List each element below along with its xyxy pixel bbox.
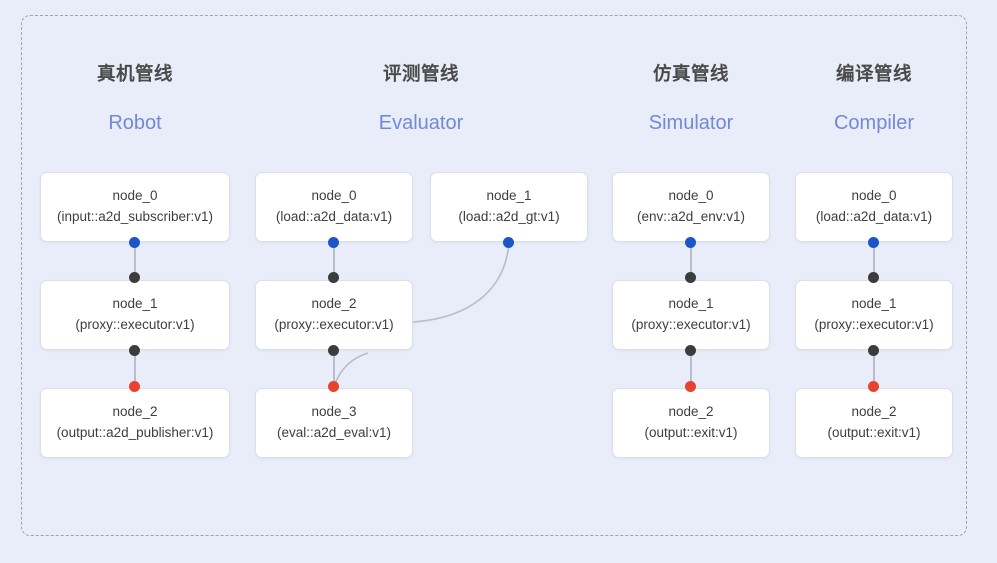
node-name: node_0 [311,188,357,203]
port-input-compiler-2[interactable] [868,381,879,392]
port-output-compiler-1[interactable] [868,345,879,356]
port-output-compiler-0[interactable] [868,237,879,248]
port-input-evaluator-2[interactable] [328,272,339,283]
node-type: (output::exit:v1) [827,425,921,440]
column-header-compiler: 编译管线 Compiler [774,60,974,135]
diagram-dashed-frame [21,15,967,536]
column-header-evaluator: 评测管线 Evaluator [321,60,521,135]
node-name: node_0 [112,188,158,203]
port-input-simulator-1[interactable] [685,272,696,283]
port-input-simulator-2[interactable] [685,381,696,392]
node-name: node_1 [851,296,897,311]
column-title-cn-evaluator: 评测管线 [382,63,459,84]
column-header-simulator: 仿真管线 Simulator [591,60,791,135]
node-compiler-1[interactable]: node_1 (proxy::executor:v1) [795,280,953,350]
port-input-compiler-1[interactable] [868,272,879,283]
node-type: (proxy::executor:v1) [75,317,195,332]
port-output-robot-1[interactable] [129,345,140,356]
node-type: (output::exit:v1) [644,425,738,440]
node-name: node_0 [668,188,714,203]
port-output-simulator-0[interactable] [685,237,696,248]
node-compiler-0[interactable]: node_0 (load::a2d_data:v1) [795,172,953,242]
node-name: node_3 [311,404,357,419]
column-title-cn-compiler: 编译管线 [835,63,912,84]
column-title-en-compiler: Compiler [833,112,915,134]
node-robot-2[interactable]: node_2 (output::a2d_publisher:v1) [40,388,230,458]
edge-robot-n0-n1 [134,242,136,278]
edge-evaluator-n0-n2 [333,242,335,278]
column-title-en-simulator: Simulator [648,112,734,134]
node-name: node_2 [311,296,357,311]
port-output-simulator-1[interactable] [685,345,696,356]
node-type: (output::a2d_publisher:v1) [56,425,214,440]
node-name: node_1 [486,188,532,203]
port-output-evaluator-0[interactable] [328,237,339,248]
column-title-en-robot: Robot [108,112,162,134]
edge-compiler-n1-n2 [873,350,875,386]
node-name: node_2 [112,404,158,419]
edge-compiler-n0-n1 [873,242,875,278]
node-simulator-1[interactable]: node_1 (proxy::executor:v1) [612,280,770,350]
port-input-robot-1[interactable] [129,272,140,283]
column-header-robot: 真机管线 Robot [35,60,235,135]
node-name: node_2 [668,404,714,419]
node-type: (env::a2d_env:v1) [636,209,746,224]
port-output-evaluator-2[interactable] [328,345,339,356]
node-name: node_2 [851,404,897,419]
edge-simulator-n1-n2 [690,350,692,386]
port-input-robot-2[interactable] [129,381,140,392]
node-evaluator-0[interactable]: node_0 (load::a2d_data:v1) [255,172,413,242]
port-output-evaluator-1[interactable] [503,237,514,248]
node-evaluator-3[interactable]: node_3 (eval::a2d_eval:v1) [255,388,413,458]
node-type: (input::a2d_subscriber:v1) [56,209,214,224]
node-evaluator-1[interactable]: node_1 (load::a2d_gt:v1) [430,172,588,242]
node-type: (proxy::executor:v1) [274,317,394,332]
node-type: (load::a2d_gt:v1) [458,209,560,224]
node-compiler-2[interactable]: node_2 (output::exit:v1) [795,388,953,458]
node-type: (load::a2d_data:v1) [815,209,933,224]
edge-robot-n1-n2 [134,350,136,386]
node-type: (eval::a2d_eval:v1) [276,425,392,440]
node-robot-1[interactable]: node_1 (proxy::executor:v1) [40,280,230,350]
node-name: node_1 [112,296,158,311]
node-robot-0[interactable]: node_0 (input::a2d_subscriber:v1) [40,172,230,242]
column-title-cn-simulator: 仿真管线 [652,63,729,84]
port-output-robot-0[interactable] [129,237,140,248]
node-simulator-2[interactable]: node_2 (output::exit:v1) [612,388,770,458]
node-evaluator-2[interactable]: node_2 (proxy::executor:v1) [255,280,413,350]
node-name: node_1 [668,296,714,311]
column-title-cn-robot: 真机管线 [96,63,173,84]
edge-simulator-n0-n1 [690,242,692,278]
node-type: (load::a2d_data:v1) [275,209,393,224]
node-type: (proxy::executor:v1) [814,317,934,332]
node-name: node_0 [851,188,897,203]
column-title-en-evaluator: Evaluator [378,112,464,134]
node-type: (proxy::executor:v1) [631,317,751,332]
node-simulator-0[interactable]: node_0 (env::a2d_env:v1) [612,172,770,242]
port-input-evaluator-3[interactable] [328,381,339,392]
